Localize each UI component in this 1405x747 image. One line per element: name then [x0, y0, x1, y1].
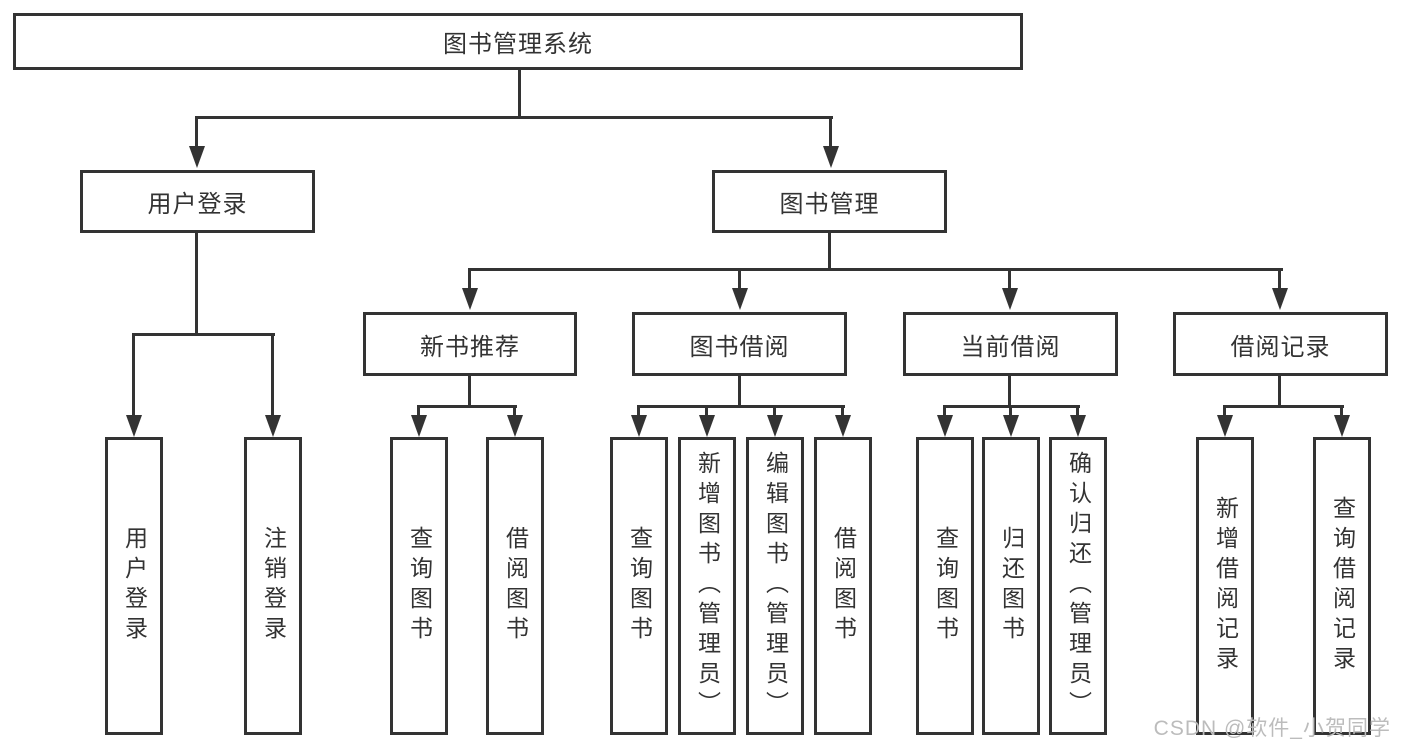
leaf-current-query-books: 查询图书 — [916, 437, 974, 735]
arrow-head — [1002, 288, 1018, 310]
arrow-head — [265, 415, 281, 437]
leaf-borrowing-query-books: 查询图书 — [610, 437, 668, 735]
connector-line — [195, 116, 833, 119]
arrow-head — [507, 415, 523, 437]
leaf-borrowing-borrow-books: 借阅图书 — [814, 437, 872, 735]
arrow-head — [189, 146, 205, 168]
connector-line — [637, 405, 845, 408]
leaf-records-add-borrow-record: 新增借阅记录 — [1196, 437, 1254, 735]
node-borrow-records: 借阅记录 — [1173, 312, 1388, 376]
connector-line — [1278, 376, 1281, 407]
connector-line — [417, 405, 517, 408]
node-library-management-system: 图书管理系统 — [13, 13, 1023, 70]
connector-line — [468, 376, 471, 407]
leaf-recommend-borrow-books: 借阅图书 — [486, 437, 544, 735]
connector-line — [829, 118, 832, 150]
connector-line — [1076, 407, 1079, 419]
connector-line — [738, 270, 741, 292]
connector-line — [513, 407, 516, 419]
connector-line — [417, 407, 420, 419]
connector-line — [1278, 270, 1281, 292]
connector-line — [195, 118, 198, 150]
connector-line — [1008, 270, 1011, 292]
csdn-watermark: CSDN @软件_小贺同学 — [1153, 717, 1391, 740]
arrow-head — [835, 415, 851, 437]
connector-line — [1223, 407, 1226, 419]
node-current-borrowing: 当前借阅 — [903, 312, 1118, 376]
leaf-current-return-books: 归还图书 — [982, 437, 1040, 735]
arrow-head — [631, 415, 647, 437]
leaf-borrowing-edit-books-admin: 编辑图书（管理员） — [746, 437, 804, 735]
arrow-head — [1272, 288, 1288, 310]
arrow-head — [732, 288, 748, 310]
leaf-recommend-query-books: 查询图书 — [390, 437, 448, 735]
connector-line — [195, 233, 198, 335]
connector-line — [1223, 405, 1344, 408]
arrow-head — [411, 415, 427, 437]
arrow-head — [462, 288, 478, 310]
leaf-current-confirm-return-admin: 确认归还（管理员） — [1049, 437, 1107, 735]
node-book-borrowing: 图书借阅 — [632, 312, 847, 376]
node-user-login: 用户登录 — [80, 170, 315, 233]
arrow-head — [823, 146, 839, 168]
connector-line — [1009, 407, 1012, 419]
connector-line — [132, 333, 275, 336]
leaf-logout: 注销登录 — [244, 437, 302, 735]
connector-line — [637, 407, 640, 419]
connector-line — [132, 335, 135, 417]
arrow-head — [937, 415, 953, 437]
connector-line — [773, 407, 776, 419]
leaf-user-login: 用户登录 — [105, 437, 163, 735]
connector-line — [1008, 376, 1011, 407]
connector-line — [1340, 407, 1343, 419]
connector-line — [828, 233, 831, 270]
connector-line — [841, 407, 844, 419]
connector-line — [518, 70, 521, 118]
leaf-borrowing-add-books-admin: 新增图书（管理员） — [678, 437, 736, 735]
leaf-records-query-borrow-record: 查询借阅记录 — [1313, 437, 1371, 735]
connector-line — [943, 405, 1080, 408]
arrow-head — [1334, 415, 1350, 437]
connector-line — [271, 335, 274, 417]
connector-line — [468, 270, 471, 292]
connector-line — [943, 407, 946, 419]
node-book-management: 图书管理 — [712, 170, 947, 233]
arrow-head — [767, 415, 783, 437]
node-new-book-recommend: 新书推荐 — [363, 312, 577, 376]
connector-line — [468, 268, 1283, 271]
connector-line — [738, 376, 741, 407]
arrow-head — [1003, 415, 1019, 437]
arrow-head — [1217, 415, 1233, 437]
arrow-head — [699, 415, 715, 437]
connector-line — [705, 407, 708, 419]
arrow-head — [1070, 415, 1086, 437]
arrow-head — [126, 415, 142, 437]
